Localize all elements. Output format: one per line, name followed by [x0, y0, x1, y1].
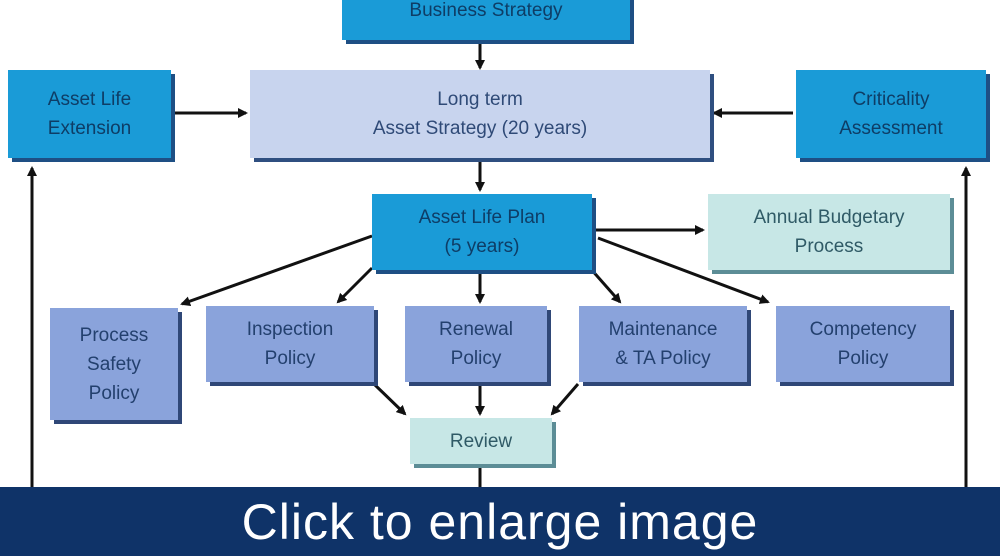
arrow-lifeplan-to-competency — [597, 236, 770, 304]
review-box: Review — [410, 418, 552, 464]
competency-policy-box: Competency Policy — [776, 306, 950, 382]
arrow-lifeplan-to-inspection — [336, 266, 374, 304]
arrow-lifeplan-to-maintenance — [588, 267, 622, 304]
long-term-asset-strategy-box: Long term Asset Strategy (20 years) — [250, 70, 710, 158]
process-safety-policy-box: Process Safety Policy — [50, 308, 178, 420]
arrow-inspection-to-review — [372, 382, 407, 416]
inspection-policy-box: Inspection Policy — [206, 306, 374, 382]
click-to-enlarge-label: Click to enlarge image — [241, 493, 759, 550]
renewal-policy-box: Renewal Policy — [405, 306, 547, 382]
click-to-enlarge-bar[interactable]: Click to enlarge image — [0, 487, 1000, 556]
asset-life-extension-box: Asset Life Extension — [8, 70, 171, 158]
criticality-assessment-box: Criticality Assessment — [796, 70, 986, 158]
business-strategy-box: Business Strategy — [342, 0, 630, 40]
maintenance-ta-policy-box: Maintenance & TA Policy — [579, 306, 747, 382]
asset-life-plan-box: Asset Life Plan (5 years) — [372, 194, 592, 270]
arrow-maintenance-to-review — [550, 383, 580, 416]
annual-budgetary-process-box: Annual Budgetary Process — [708, 194, 950, 270]
arrow-lifeplan-to-process-safety — [180, 234, 373, 307]
